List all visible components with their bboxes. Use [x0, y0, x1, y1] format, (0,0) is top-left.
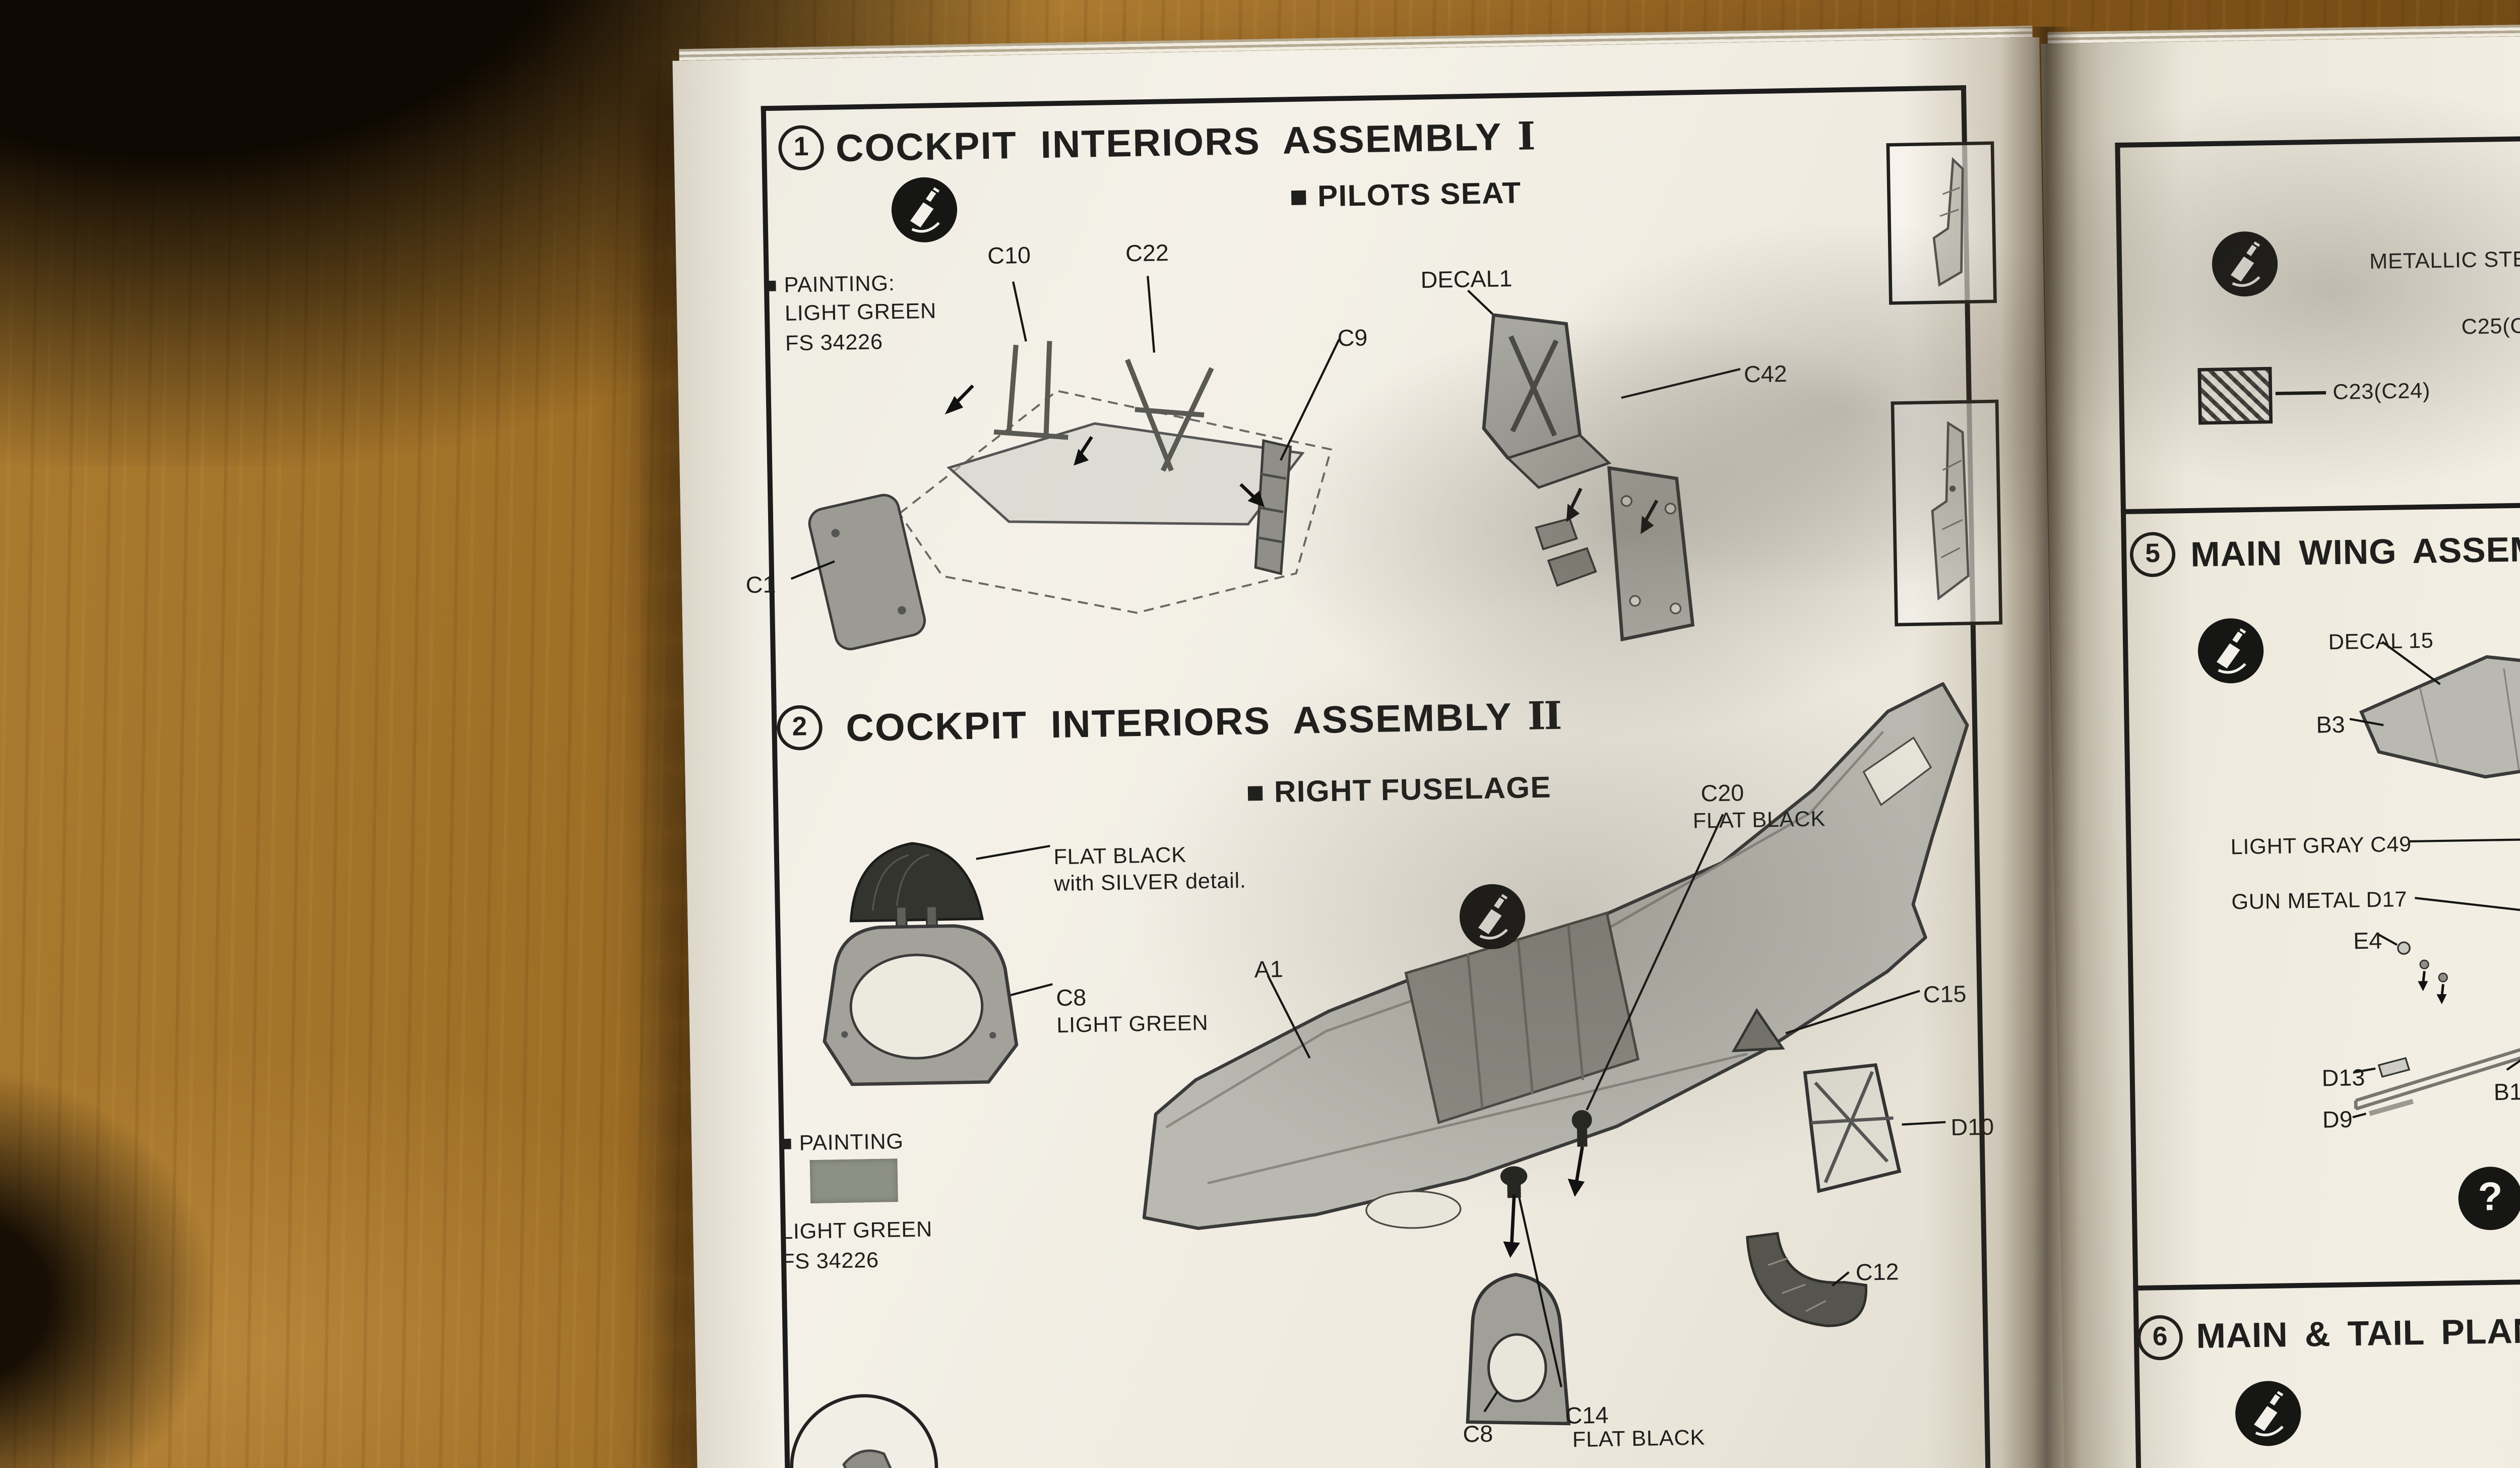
painting2-title: ■ PAINTING — [779, 1128, 904, 1156]
part-label-c15: C15 — [1923, 980, 1967, 1008]
section5-title: MAIN WING ASSEMBLY — [2190, 530, 2520, 575]
paint-swatch — [809, 1158, 898, 1204]
note-c14-color: FLAT BLACK — [1572, 1424, 1706, 1452]
part-label-decal15: DECAL 15 — [2328, 628, 2434, 654]
part-label-c20: C20 — [1700, 779, 1744, 807]
part-label-c8b: C8 — [1462, 1420, 1493, 1447]
section6-title: MAIN & TAIL PLANES INST — [2195, 1310, 2520, 1357]
part-label-c8-bulkhead: C8 — [1055, 984, 1087, 1011]
left-edge-shadow — [0, 1066, 219, 1468]
fuselage-diagram — [1142, 682, 1969, 1426]
note-c20-color: FLAT BLACK — [1692, 806, 1826, 833]
part-label-c14: C14 — [1565, 1401, 1609, 1429]
cockpit-frame-diagram — [790, 276, 1340, 650]
pilot-seat-diagram — [1467, 289, 1741, 642]
cement-icon — [2234, 1380, 2302, 1447]
main-wing-diagram — [2349, 641, 2520, 1223]
part-label-d9: D9 — [2322, 1106, 2353, 1133]
painting2-color: LIGHT GREEN — [780, 1216, 933, 1244]
part-label-c23: C23(C24) — [2333, 378, 2431, 404]
section1-number: 1 — [793, 133, 809, 161]
part-label-c12: C12 — [1855, 1258, 1900, 1286]
part-label-d17: GUN METAL D17 — [2231, 886, 2408, 914]
cement-icon — [890, 176, 959, 243]
part-label-d10: D10 — [1950, 1113, 1994, 1141]
side-view-box-1 — [1886, 141, 1997, 305]
part-label-a1: A1 — [1254, 955, 1284, 983]
part-label-b3: B3 — [2316, 710, 2346, 738]
detail-circle — [788, 1392, 939, 1468]
section1-subtitle: ■ PILOTS SEAT — [1289, 176, 1522, 214]
part-label-c49: LIGHT GRAY C49 — [2230, 831, 2412, 860]
c23-hatched-part — [2197, 366, 2273, 425]
cement-icon — [2196, 617, 2265, 685]
section1-numeral: I — [1517, 114, 1534, 160]
section5-number: 5 — [2145, 539, 2161, 568]
part-label-d13: D13 — [2321, 1064, 2365, 1091]
section6-number: 6 — [2152, 1322, 2168, 1352]
cement-icon — [2211, 230, 2279, 298]
part-label-e4: E4 — [2353, 927, 2382, 954]
section2-number: 2 — [792, 712, 807, 742]
bulkhead-diagram — [823, 842, 1053, 1086]
side-view-box-2 — [1891, 399, 2003, 627]
right-page: ■ RADI METALLIC STEEL C25(C26) C23(C24) … — [2041, 33, 2520, 1468]
painting2-code: FS 34226 — [781, 1247, 879, 1274]
note-metallic-steel: METALLIC STEEL — [2369, 246, 2520, 274]
part-label-b1: B1 — [2493, 1078, 2520, 1105]
cement-icon — [1458, 883, 1527, 950]
part-label-c25: C25(C26) — [2461, 312, 2520, 339]
